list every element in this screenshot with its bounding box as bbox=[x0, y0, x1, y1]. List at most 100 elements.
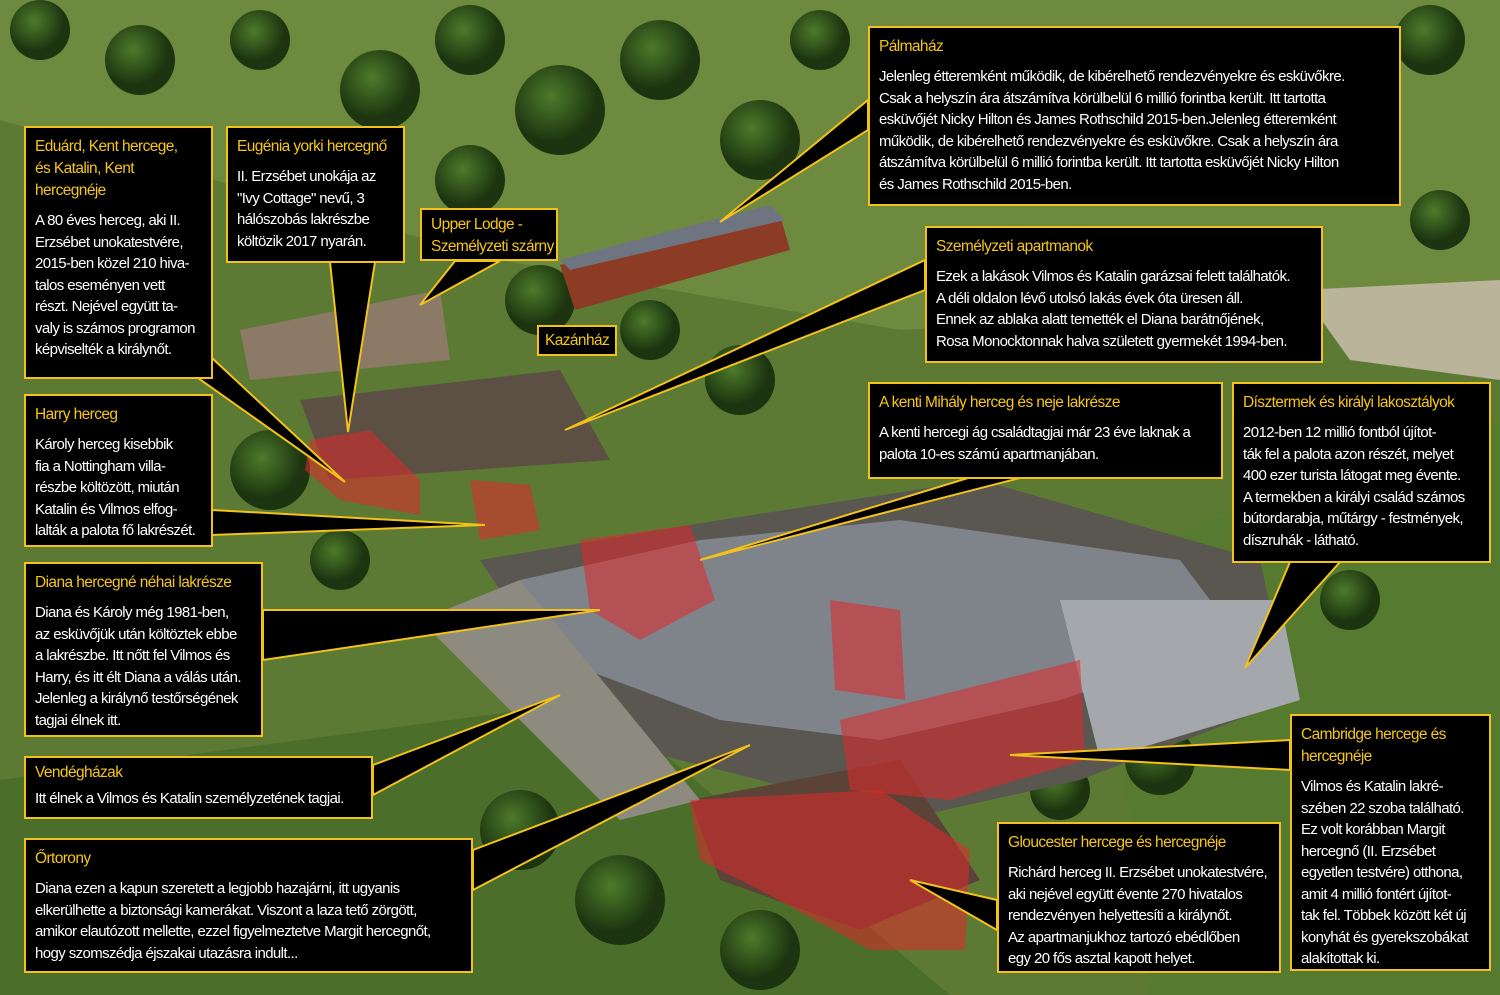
callout-body: Jelenleg étteremként működik, de kibérel… bbox=[879, 66, 1391, 195]
callout-body-line: Jelenleg étteremként működik, de kibérel… bbox=[879, 68, 1345, 85]
callout-title: Őrtorony bbox=[35, 848, 463, 870]
callout-body-line: rendezvényen helyettesíti a királynőt. bbox=[1008, 907, 1233, 924]
residence-overlays bbox=[305, 430, 1085, 950]
callout-body-line: a lakrészbe. Itt nőtt fel Vilmos és bbox=[35, 647, 230, 664]
callout-body-line: Vilmos és Katalin lakré- bbox=[1301, 778, 1444, 795]
callout-title-line: Dísztermek és királyi lakosztályok bbox=[1243, 394, 1455, 411]
callout-title: Eduárd, Kent hercege, és Katalin, Kent her… bbox=[35, 136, 203, 202]
callout-body-line: A kenti hercegi ág családtagjai már 23 é… bbox=[879, 424, 1191, 441]
callout-body-line: bútordarabja, műtárgy - festmények, bbox=[1243, 510, 1464, 527]
callout-body-line: esküvőjét Nicky Hilton és James Rothschi… bbox=[879, 111, 1337, 128]
callout-body-line: elkerülhette a biztonsági kamerákat. Vis… bbox=[35, 901, 417, 919]
callout-title-line: hercegnéje bbox=[35, 182, 106, 199]
callout-title: Pálmaház bbox=[879, 36, 1391, 58]
callout-michael-of-kent: A kenti Mihály herceg és neje lakrésze A … bbox=[868, 382, 1223, 479]
callout-title-line: Eduárd, Kent hercege, bbox=[35, 138, 178, 155]
callout-title: Gloucester hercege és hercegnéje bbox=[1008, 832, 1271, 854]
callout-body: Itt élnek a Vilmos és Katalin személyzet… bbox=[35, 788, 363, 810]
callout-body-line: tak fel. Többek között két új bbox=[1301, 907, 1467, 924]
callout-body-line: egyetlen testvére) otthona, bbox=[1301, 864, 1463, 881]
callout-body-line: valy is számos programon bbox=[35, 319, 195, 337]
callout-title-line: Eugénia yorki hercegnő bbox=[237, 138, 387, 155]
callout-body-line: és James Rothschild 2015-ben. bbox=[879, 175, 1072, 193]
callout-title: Harry herceg bbox=[35, 404, 203, 426]
callout-body-line: "Ivy Cottage" nevű, 3 bbox=[237, 189, 365, 207]
callout-body-line: alakítottak ki. bbox=[1301, 950, 1380, 967]
callout-upper-lodge: Upper Lodge - Személyzeti szárny bbox=[420, 208, 558, 261]
callout-body: Diana és Károly még 1981-ben, az esküvőjü… bbox=[35, 602, 253, 731]
callout-body-line: Rosa Monocktonnak halva született gyerme… bbox=[936, 332, 1288, 350]
callout-body-line: egy 20 fős asztal kapott helyet. bbox=[1008, 950, 1195, 967]
callout-body-line: hogy szomszédja éjszakai utazásra indult… bbox=[35, 944, 298, 962]
callout-body-line: hercegnő (II. Erzsébet bbox=[1301, 842, 1436, 860]
callout-body-line: konyhát és gyerekszobákat bbox=[1301, 928, 1468, 946]
callout-title-line: Pálmaház bbox=[879, 38, 944, 55]
callout-title: Vendégházak bbox=[35, 762, 363, 784]
callout-body: Károly herceg kisebbik fia a Nottingham v… bbox=[35, 434, 203, 542]
callout-title: Dísztermek és királyi lakosztályok bbox=[1243, 392, 1481, 414]
callout-title: Személyzeti apartmanok bbox=[936, 236, 1313, 258]
callout-title-line: Kazánház bbox=[545, 332, 610, 349]
callout-body-line: Károly herceg kisebbik bbox=[35, 436, 173, 453]
callout-title-line: Harry herceg bbox=[35, 406, 118, 423]
callout-body-line: Diana és Károly még 1981-ben, bbox=[35, 604, 229, 621]
callout-title: Upper Lodge - Személyzeti szárny bbox=[431, 214, 554, 258]
callout-body-line: Richárd herceg II. Erzsébet unokatestvér… bbox=[1008, 864, 1268, 881]
callout-body-line: Ez volt korábban Margit bbox=[1301, 821, 1445, 838]
callout-title-line: hercegnéje bbox=[1301, 748, 1372, 765]
callout-title-line: Személyzeti szárny bbox=[431, 238, 554, 255]
callout-body-line: képviselték a királynőt. bbox=[35, 341, 172, 358]
callout-body-line: költözik 2017 nyarán. bbox=[237, 232, 367, 250]
callout-title: A kenti Mihály herceg és neje lakrésze bbox=[879, 392, 1213, 414]
callout-body: Ezek a lakások Vilmos és Katalin garázsa… bbox=[936, 266, 1313, 352]
callout-body-line: Az apartmanjukhoz tartozó ebédlőben bbox=[1008, 928, 1240, 946]
callout-body-line: az esküvőjük után költöztek ebbe bbox=[35, 625, 237, 643]
callout-body-line: Erzsébet unokatestvére, bbox=[35, 233, 184, 251]
callout-body: Richárd herceg II. Erzsébet unokatestvér… bbox=[1008, 862, 1271, 970]
callout-body-line: hálószobás lakrészbe bbox=[237, 211, 370, 228]
callout-body-line: díszruhák - látható. bbox=[1243, 531, 1359, 549]
callout-title: Eugénia yorki hercegnő bbox=[237, 136, 395, 158]
callout-body-line: Katalin és Vilmos elfog- bbox=[35, 500, 178, 518]
callout-title: Diana hercegné néhai lakrésze bbox=[35, 572, 253, 594]
callout-title: Kazánház bbox=[545, 330, 610, 352]
callout-pointers bbox=[196, 97, 1343, 932]
callout-body: A kenti hercegi ág családtagjai már 23 é… bbox=[879, 422, 1213, 465]
callout-title-line: A kenti Mihály herceg és neje lakrésze bbox=[879, 394, 1120, 411]
callout-body-line: szében 22 szoba található. bbox=[1301, 799, 1464, 817]
callout-boiler-house: Kazánház bbox=[537, 325, 617, 356]
callout-body-line: Diana ezen a kapun szeretett a legjobb h… bbox=[35, 880, 400, 897]
callout-title-line: Vendégházak bbox=[35, 764, 123, 781]
callout-title-line: és Katalin, Kent bbox=[35, 160, 135, 177]
callout-body-line: fia a Nottingham villa- bbox=[35, 457, 166, 475]
callout-body-line: részt. Nejével együtt ta- bbox=[35, 298, 178, 315]
callout-body: Vilmos és Katalin lakré-szében 22 szoba … bbox=[1301, 776, 1481, 970]
callout-title-line: Diana hercegné néhai lakrésze bbox=[35, 574, 232, 591]
callout-body: A 80 éves herceg, aki II. Erzsébet unokat… bbox=[35, 210, 203, 361]
callout-title-line: Személyzeti apartmanok bbox=[936, 238, 1093, 255]
callout-body-line: 2012-ben 12 millió fontból újítot- bbox=[1243, 424, 1437, 441]
callout-body-line: amikor elautózott mellette, ezzel figyel… bbox=[35, 923, 431, 940]
callout-body-line: átszámítva körülbelül 6 millió forintba … bbox=[879, 154, 1339, 171]
callout-body-line: lalták a palota fő lakrészét. bbox=[35, 522, 196, 539]
callout-body-line: működik, de kibérelhető rendezvényekre é… bbox=[879, 132, 1338, 150]
callout-body-line: részbe költözött, miután bbox=[35, 479, 180, 496]
callout-title-line: Upper Lodge - bbox=[431, 216, 523, 233]
callout-state-rooms: Dísztermek és királyi lakosztályok 2012-b… bbox=[1232, 382, 1491, 563]
callout-body-line: A 80 éves herceg, aki II. bbox=[35, 212, 181, 229]
callout-title-line: Őrtorony bbox=[35, 850, 91, 867]
callout-body-line: aki nejével együtt évente 270 hivatalos bbox=[1008, 885, 1243, 903]
callout-body-line: Harry, és itt élt Diana a válás után. bbox=[35, 668, 242, 686]
callout-body-line: palota 10-es számú apartmanjában. bbox=[879, 445, 1099, 463]
callout-body-line: tagjai élnek itt. bbox=[35, 711, 121, 729]
callout-kent-duke: Eduárd, Kent hercege, és Katalin, Kent her… bbox=[24, 126, 213, 379]
callout-body-line: Jelenleg a királynő testőrségének bbox=[35, 690, 238, 707]
callout-body-line: Csak a helyszín ára átszámítva körülbelü… bbox=[879, 89, 1326, 107]
callout-body-line: ták fel a palota azon részét, melyet bbox=[1243, 445, 1454, 463]
